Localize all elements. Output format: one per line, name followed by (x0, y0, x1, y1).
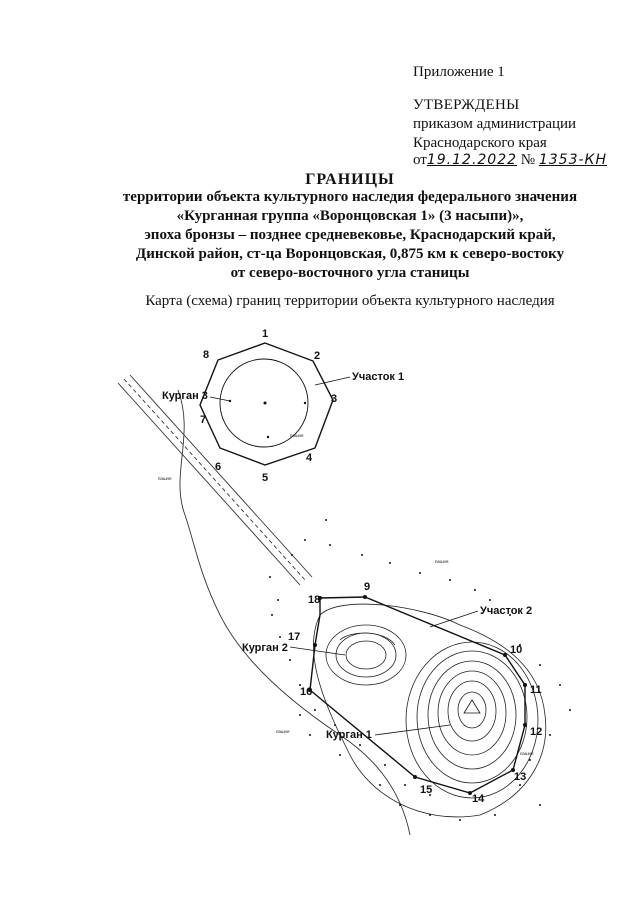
order-line-1: приказом администрации (413, 116, 577, 132)
kurgan-3-label: Курган 3 (162, 390, 208, 402)
road-lines (117, 374, 313, 586)
appendix-label: Приложение 1 (413, 64, 505, 80)
kurgan-1-label: Курган 1 (326, 729, 372, 741)
point-label: 17 (288, 631, 300, 643)
elevation-points (269, 519, 571, 821)
plot-2-label: Участок 2 (480, 605, 532, 617)
point-label: 7 (200, 414, 206, 426)
point-label: 9 (364, 581, 370, 593)
plot-2-points: 9 10 11 12 13 14 15 16 17 18 (288, 581, 542, 805)
kurgan-2-label: Курган 2 (242, 642, 288, 654)
kurgan-2-leader (289, 646, 346, 656)
arable-label: пашня (520, 751, 534, 756)
plot-1-label: Участок 1 (352, 371, 404, 383)
point-label: 6 (215, 461, 221, 473)
approved-label: УТВЕРЖДЕНЫ (413, 97, 520, 113)
order-line-2: Краснодарского края (413, 135, 547, 151)
subtitle-line-5: от северо-восточного угла станицы (230, 265, 470, 281)
point-label: 18 (308, 594, 320, 606)
document-title: ГРАНИЦЫ (305, 171, 395, 188)
point-label: 4 (306, 452, 313, 464)
terrain-line (313, 603, 547, 818)
point-label: 16 (300, 686, 312, 698)
point-label: 1 (262, 328, 268, 340)
point-label: 5 (262, 472, 268, 484)
arable-label: пашня (276, 729, 290, 734)
map-caption: Карта (схема) границ территории объекта … (145, 293, 555, 309)
terrain-line (177, 389, 411, 835)
point-label: 11 (530, 684, 542, 696)
arable-label: пашня (158, 476, 172, 481)
document-subtitle: территории объекта культурного наследия … (60, 188, 639, 283)
boundary-map: 1 2 3 4 5 6 7 8 Участок 1 Курган 3 (117, 328, 571, 835)
kurgan-3-leader (209, 396, 231, 402)
kurgan-1-leader (374, 724, 451, 736)
point-label: 2 (314, 350, 320, 362)
subtitle-line-3: эпоха бронзы – позднее средневековье, Кр… (144, 227, 556, 243)
plot-2-boundary (308, 595, 527, 795)
order-date: 19.12.2022 (426, 152, 518, 168)
plot-1-leader (314, 376, 351, 386)
subtitle-line-2: «Курганная группа «Воронцовская 1» (3 на… (176, 208, 524, 224)
plot-2-leader (429, 610, 479, 628)
order-from-label: от (413, 152, 427, 168)
subtitle-line-1: территории объекта культурного наследия … (122, 189, 578, 205)
order-number: 1353-КН (538, 152, 607, 168)
point-label: 8 (203, 349, 209, 361)
point-label: 13 (514, 771, 526, 783)
order-number-label: № (520, 152, 536, 168)
order-line-3: от19.12.2022 № 1353-КН (413, 152, 607, 169)
point-label: 14 (472, 793, 485, 805)
plot-1-points: 1 2 3 4 5 6 7 8 (200, 328, 337, 484)
point-label: 15 (420, 784, 432, 796)
arable-label: пашня (290, 433, 304, 438)
point-label: 10 (510, 644, 522, 656)
point-label: 12 (530, 726, 542, 738)
arable-label: пашня (435, 559, 449, 564)
kurgan-2-contours (325, 624, 407, 686)
subtitle-line-4: Динской район, ст-ца Воронцовская, 0,875… (135, 246, 565, 262)
point-label: 3 (331, 393, 337, 405)
